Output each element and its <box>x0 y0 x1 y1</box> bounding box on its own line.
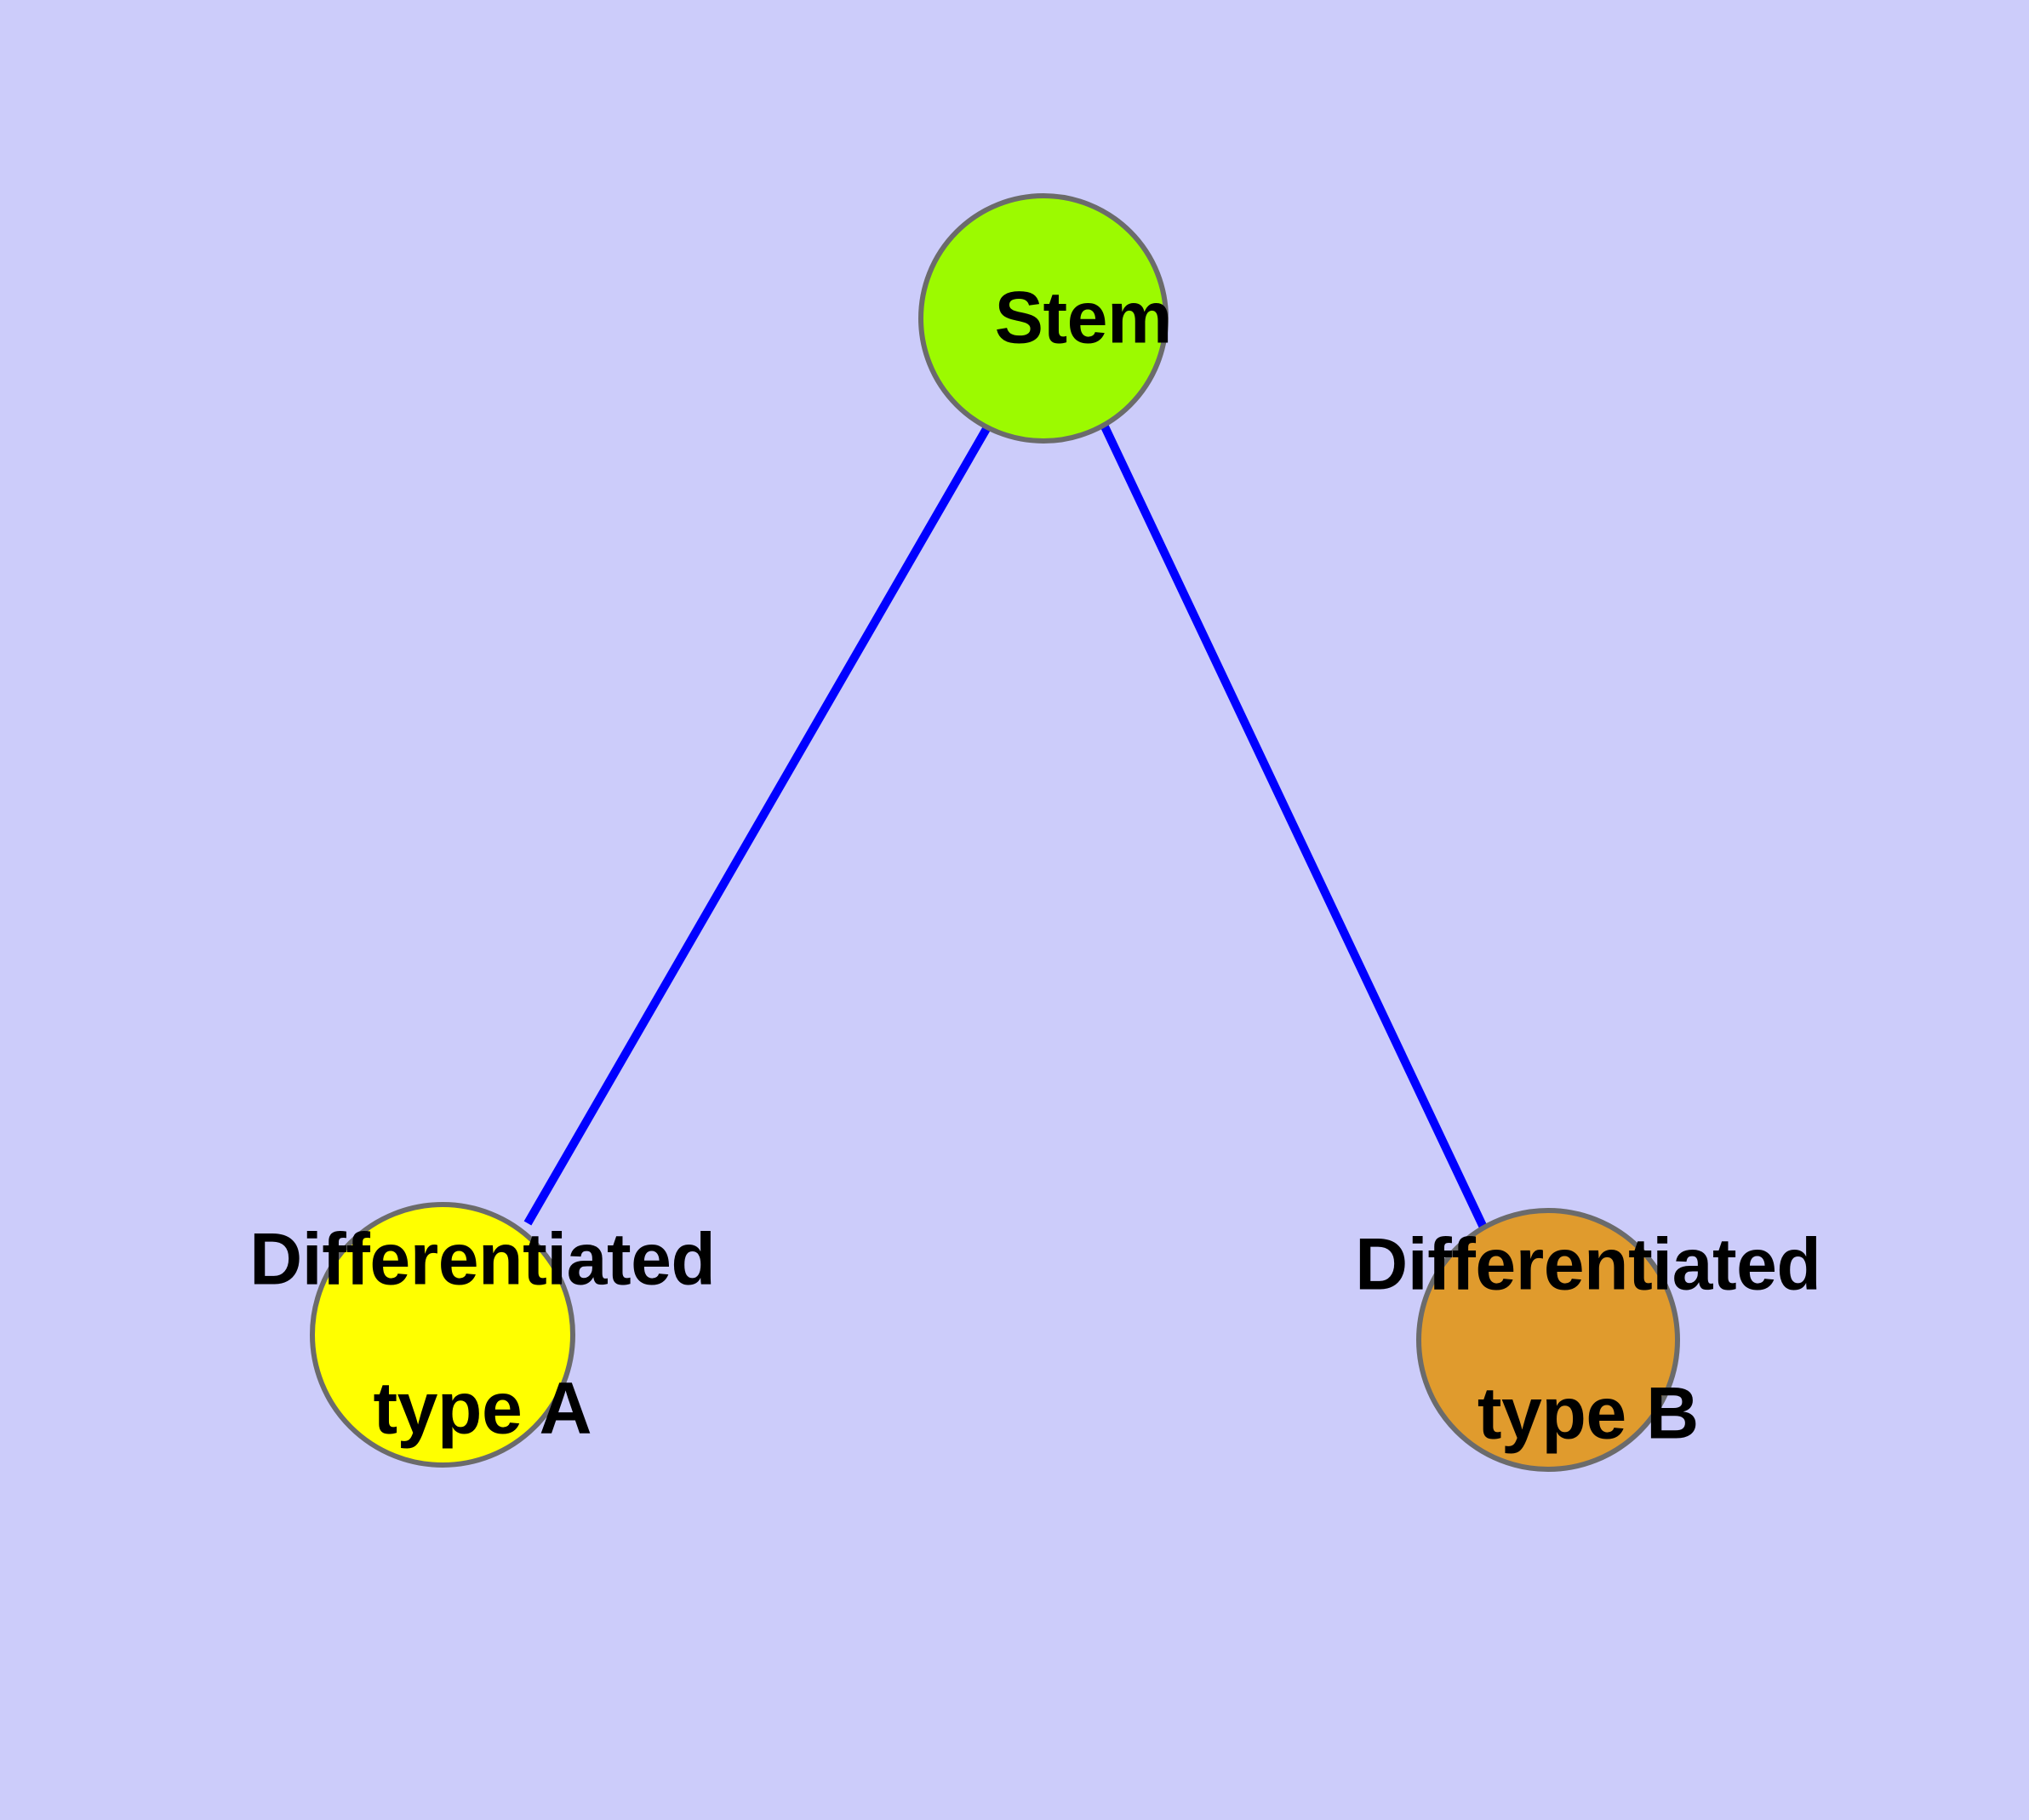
edge-stem-to-differentiated-b[interactable] <box>1100 422 1489 1232</box>
node-differentiated-type-b[interactable] <box>1416 1208 1680 1472</box>
node-stem[interactable] <box>918 193 1169 444</box>
edges-group <box>523 422 1489 1232</box>
edge-stem-to-differentiated-a[interactable] <box>523 425 992 1226</box>
node-differentiated-type-a[interactable] <box>310 1202 575 1468</box>
nodes-group <box>310 193 1680 1472</box>
